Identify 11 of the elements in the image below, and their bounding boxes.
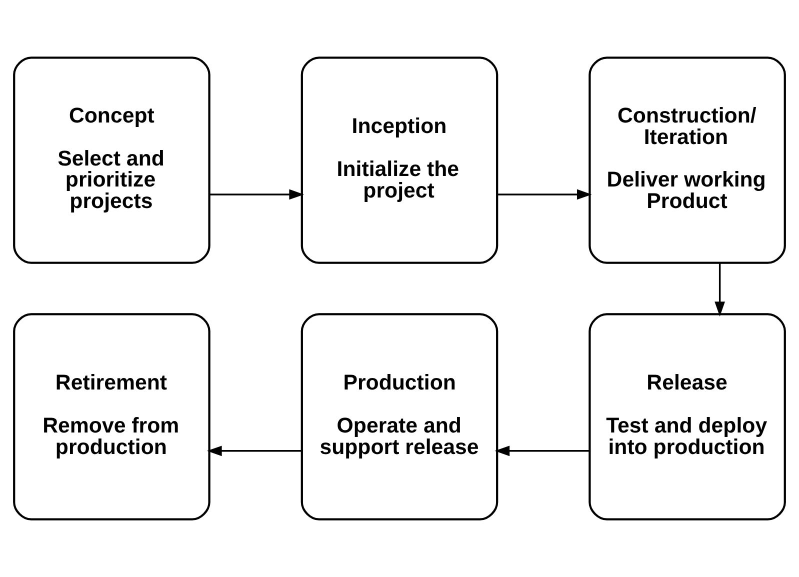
arrow: [497, 189, 592, 200]
arrow: [206, 446, 302, 456]
node-box: Concept Select and prioritize projects: [13, 56, 210, 264]
arrow: [494, 446, 590, 456]
node-box: Construction/ Iteration Deliver working Product: [588, 56, 786, 264]
node-box: Inception Initialize the project: [300, 56, 498, 264]
arrow: [714, 263, 726, 316]
node-box: Production Operate and support release: [300, 313, 498, 520]
node-box: Retirement Remove from production: [13, 313, 210, 520]
arrow: [210, 189, 304, 200]
node-box: Release Test and deploy into production: [588, 313, 786, 520]
